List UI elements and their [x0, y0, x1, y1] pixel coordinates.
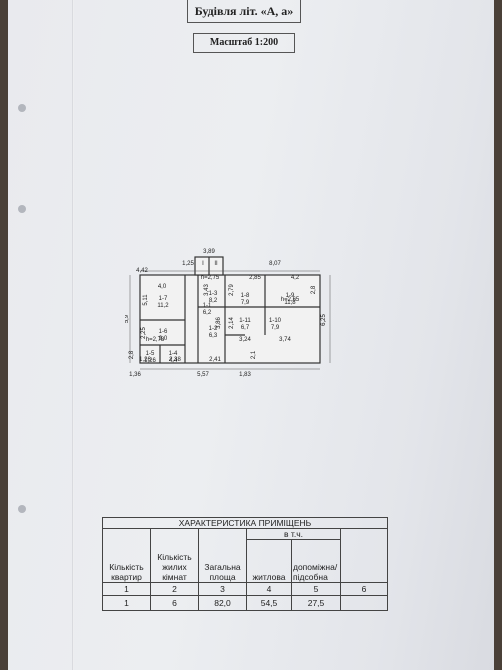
- floor-plan: 3,89 1,25 8,07 4,42 4,0 5,9 5,11 2,25 2,8 1,36 5,5…: [124, 245, 365, 380]
- plan-dimension: 3,74: [279, 337, 291, 343]
- value-empty: [340, 595, 388, 611]
- plan-dimension: 2,8: [129, 350, 135, 359]
- col-header-auxiliary-area: допоміжна/підсобна: [291, 539, 341, 583]
- plan-dimension: 2,38: [169, 357, 181, 363]
- plan-dimension: 5,11: [143, 294, 149, 306]
- col-number: 5: [291, 582, 341, 596]
- col-number: 2: [150, 582, 199, 596]
- plan-dimension: 6,25: [321, 314, 327, 326]
- room-number: 1-11: [239, 318, 251, 324]
- plan-dimension: h=2,75: [201, 275, 220, 281]
- col-header-total-area: Загальна площа: [198, 528, 247, 583]
- room-number: I: [202, 261, 204, 267]
- room-area: 11,2: [157, 303, 169, 309]
- col-number: 3: [198, 582, 247, 596]
- floor-plan-drawing: 3,89 1,25 8,07 4,42 4,0 5,9 5,11 2,25 2,8 1,36 5,5…: [124, 249, 331, 378]
- plan-dimension: 8,07: [269, 261, 281, 267]
- plan-dimension: 2,25: [141, 327, 147, 339]
- plan-dimension: 1,25: [182, 261, 194, 267]
- room-area: 8,2: [209, 298, 218, 304]
- room-area: 4,4: [169, 358, 178, 364]
- table-title: ХАРАКТЕРИСТИКА ПРИМІЩЕНЬ: [102, 517, 388, 529]
- room-area: 11,8: [284, 300, 296, 306]
- col-header-apartments: Кількість квартир: [102, 528, 151, 583]
- room-number: 1-5: [146, 351, 155, 357]
- room-area: 7,9: [241, 300, 250, 306]
- room-number: 1-3: [209, 291, 218, 297]
- room-number: 1-6: [159, 329, 168, 335]
- premises-table: ХАРАКТЕРИСТИКА ПРИМІЩЕНЬ Кількість кварт…: [102, 517, 388, 611]
- plan-dimension: 3,24: [239, 337, 251, 343]
- punch-hole: [18, 104, 26, 112]
- room-area: 6,2: [203, 310, 212, 316]
- building-title: Будівля літ. «А, а»: [187, 0, 301, 23]
- room-area: 6,7: [241, 325, 250, 331]
- plan-dimension: 3,89: [203, 249, 215, 255]
- col-number: 1: [102, 582, 151, 596]
- plan-dimension: h=2,78: [146, 337, 165, 343]
- room-area: 7,9: [271, 325, 280, 331]
- plan-dimension: 1,36: [129, 372, 141, 378]
- col-header-living-rooms: Кількість жилих кімнат: [150, 528, 199, 583]
- room-number: 1-9: [286, 293, 295, 299]
- plan-dimension: 3,43: [204, 284, 210, 296]
- room-number: 1-4: [169, 351, 178, 357]
- plan-dimension: 1,26: [139, 357, 151, 363]
- plan-dimension: 1,83: [239, 372, 251, 378]
- col-header-living-area: житлова: [246, 539, 292, 583]
- plan-dimension: 3,86: [216, 317, 222, 329]
- plan-dimension: 4,0: [158, 284, 167, 290]
- room-number: 1-7: [159, 296, 168, 302]
- col-header-empty: [340, 528, 388, 583]
- room-area: 9,0: [159, 336, 168, 342]
- room-number: II: [214, 261, 218, 267]
- punch-hole: [18, 505, 26, 513]
- room-number: 1-10: [269, 318, 282, 324]
- room-number: 1-2: [209, 326, 218, 332]
- plan-dimension: 2,8: [311, 285, 317, 294]
- col-header-including: в т.ч.: [246, 528, 341, 540]
- plan-dimension: 4,2: [291, 275, 300, 281]
- plan-dimension: 2,85: [249, 275, 261, 281]
- value-auxiliary-area: 27,5: [291, 595, 341, 611]
- value-living-area: 54,5: [246, 595, 292, 611]
- value-total-area: 82,0: [198, 595, 247, 611]
- value-living-rooms: 6: [150, 595, 199, 611]
- room-number: 1-1: [203, 303, 212, 309]
- plan-dimension: 4,42: [136, 268, 148, 274]
- plan-dimension: 2,14: [229, 317, 235, 329]
- plan-dimension: 5,9: [125, 314, 130, 323]
- col-number: 4: [246, 582, 292, 596]
- page-fold: [72, 0, 74, 670]
- plan-dimension: h=2,65: [281, 297, 300, 303]
- plan-dimension: 2,79: [229, 284, 235, 296]
- plan-dimension: 5,57: [197, 372, 209, 378]
- room-area: 6,3: [209, 333, 218, 339]
- punch-hole: [18, 205, 26, 213]
- col-number: 6: [340, 582, 388, 596]
- value-apartments: 1: [102, 595, 151, 611]
- characteristics-table: ХАРАКТЕРИСТИКА ПРИМІЩЕНЬ Кількість кварт…: [102, 517, 388, 611]
- room-number: 1-8: [241, 293, 250, 299]
- plan-dimension: 2,41: [209, 357, 221, 363]
- plan-dimension: 2,1: [251, 350, 257, 359]
- room-area: 1,26: [144, 358, 156, 364]
- scale-label: Масштаб 1:200: [193, 33, 295, 53]
